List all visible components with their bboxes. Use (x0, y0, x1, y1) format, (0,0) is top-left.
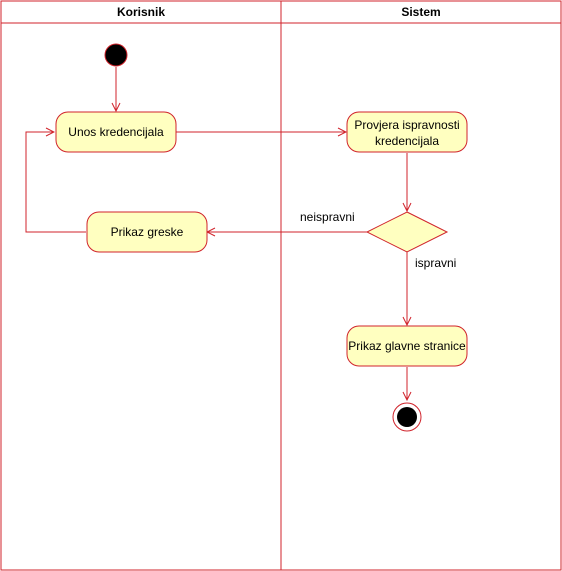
action-provjera-label-line2: kredencijala (375, 134, 439, 148)
swimlane-korisnik: Korisnik (0, 0, 282, 571)
swimlane-title-korisnik: Korisnik (117, 5, 165, 19)
action-unos-kredencijala: Unos kredencijala (55, 111, 177, 153)
action-prikaz-glavne-label: Prikaz glavne stranice (348, 339, 466, 353)
action-unos-kredencijala-label: Unos kredencijala (68, 125, 164, 139)
decision-node (365, 211, 449, 253)
edge-greska-to-unos (25, 132, 86, 233)
action-prikaz-glavne-stranice: Prikaz glavne stranice (346, 325, 468, 367)
guard-neispravni: neispravni (300, 210, 355, 224)
final-node (392, 402, 422, 432)
guard-ispravni: ispravni (415, 256, 456, 270)
action-prikaz-greske-label: Prikaz greske (111, 225, 184, 239)
edges (25, 67, 407, 400)
swimlane-sistem: Sistem (280, 0, 562, 571)
action-provjera-label-line1: Provjera ispravnosti (354, 118, 459, 132)
action-prikaz-greske: Prikaz greske (86, 211, 208, 253)
initial-node (104, 43, 128, 67)
action-provjera-ispravnosti: Provjera ispravnosti kredencijala (346, 111, 468, 153)
swimlane-title-sistem: Sistem (401, 5, 440, 19)
